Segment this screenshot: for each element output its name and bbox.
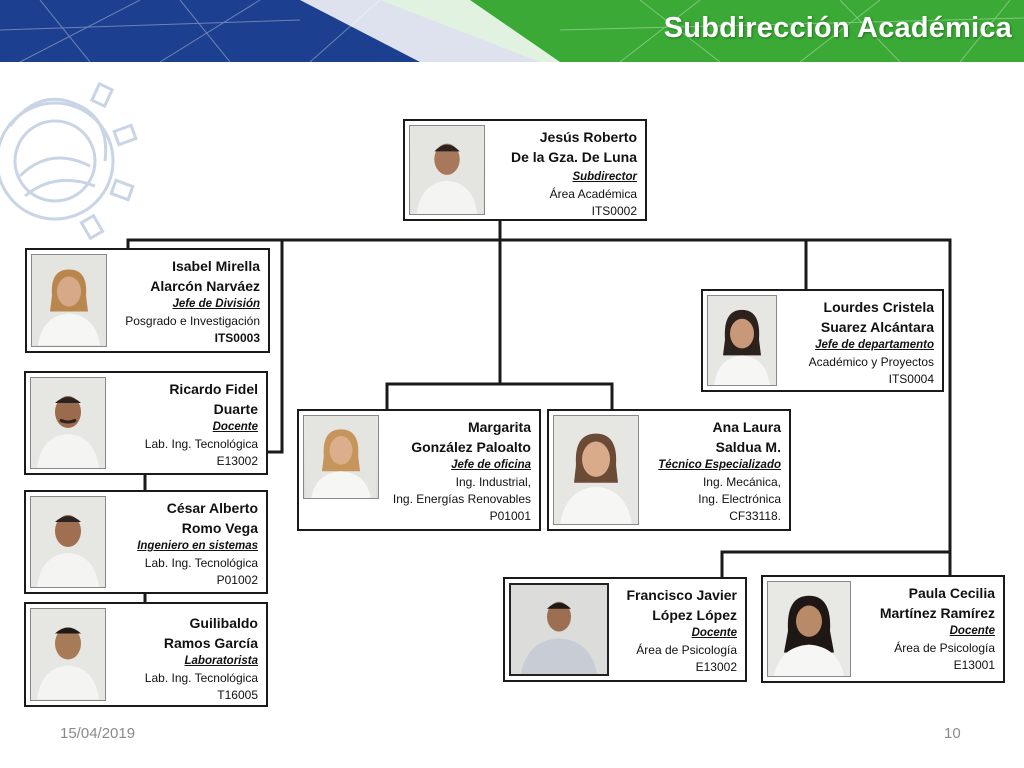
header-banner: Subdirección Académica (0, 0, 1024, 62)
person-photo (553, 415, 639, 525)
person-area: Ing. Mecánica, (702, 475, 781, 489)
card-francisco: Francisco Javier López López Docente Áre… (503, 577, 747, 682)
person-code: P01001 (489, 509, 531, 523)
person-role: Subdirector (572, 171, 637, 183)
person-code: E13002 (216, 454, 258, 468)
person-photo (707, 295, 777, 386)
card-margarita: Margarita González Paloalto Jefe de ofic… (297, 409, 541, 531)
card-cesar: César Alberto Romo Vega Ingeniero en sis… (24, 490, 268, 594)
person-role: Docente (949, 625, 995, 637)
person-code: CF33118. (729, 509, 781, 523)
person-surname: Alarcón Narváez (150, 278, 260, 294)
person-photo (30, 496, 106, 588)
person-photo (409, 125, 485, 215)
person-photo (30, 377, 106, 469)
person-role: Laboratorista (184, 655, 259, 667)
person-role: Docente (691, 627, 737, 639)
person-surname: Saldua M. (715, 439, 781, 455)
person-code: ITS0003 (214, 331, 260, 345)
person-name: Ricardo Fidel (169, 381, 258, 397)
person-name: Margarita (467, 419, 531, 435)
card-ricardo: Ricardo Fidel Duarte Docente Lab. Ing. T… (24, 371, 268, 475)
person-photo (30, 608, 106, 701)
person-code: E13001 (953, 658, 995, 672)
person-area: Ing. Industrial, (455, 475, 531, 489)
footer-date: 15/04/2019 (60, 725, 136, 742)
person-role: Ingeniero en sistemas (137, 540, 258, 552)
person-surname: Suarez Alcántara (820, 319, 934, 335)
person-photo (509, 583, 609, 676)
person-area: Área de Psicología (636, 643, 737, 657)
person-code: T16005 (217, 688, 258, 702)
person-area: Posgrado e Investigación (125, 314, 260, 328)
person-surname: González Paloalto (411, 439, 531, 455)
person-name: Francisco Javier (626, 587, 737, 603)
person-photo (303, 415, 379, 499)
person-name: César Alberto (166, 500, 258, 516)
institution-logo-watermark-icon (0, 81, 138, 241)
person-surname: Romo Vega (181, 520, 258, 536)
person-role: Jefe de División (172, 298, 260, 310)
person-surname: Duarte (213, 401, 258, 417)
person-role: Jefe de departamento (815, 339, 934, 351)
person-photo (31, 254, 107, 347)
person-code: ITS0002 (591, 204, 637, 218)
person-name: Jesús Roberto (539, 129, 637, 145)
card-subdirector: Jesús Roberto De la Gza. De Luna Subdire… (403, 119, 647, 221)
person-area: Académico y Proyectos (808, 355, 934, 369)
person-name: Paula Cecilia (908, 585, 995, 601)
person-code: E13002 (695, 660, 737, 674)
card-lourdes: Lourdes Cristela Suarez Alcántara Jefe d… (701, 289, 944, 392)
person-name: Isabel Mirella (172, 258, 260, 274)
card-ana: Ana Laura Saldua M. Técnico Especializad… (547, 409, 791, 531)
person-area: Lab. Ing. Tecnológica (144, 437, 258, 451)
person-area: Área de Psicología (894, 641, 995, 655)
card-isabel: Isabel Mirella Alarcón Narváez Jefe de D… (25, 248, 270, 353)
person-role: Docente (212, 421, 258, 433)
person-surname: López López (652, 607, 737, 623)
banner-graphic (0, 0, 1024, 62)
person-photo (767, 581, 851, 677)
person-area: Lab. Ing. Tecnológica (144, 556, 258, 570)
person-surname: Martínez Ramírez (879, 605, 995, 621)
person-surname: De la Gza. De Luna (510, 149, 637, 165)
card-paula: Paula Cecilia Martínez Ramírez Docente Á… (761, 575, 1005, 683)
person-surname: Ramos García (163, 635, 258, 651)
person-role: Jefe de oficina (451, 459, 531, 471)
person-area: Lab. Ing. Tecnológica (144, 671, 258, 685)
person-name: Guilibaldo (189, 615, 258, 631)
person-code: ITS0004 (888, 372, 934, 386)
person-name: Ana Laura (712, 419, 781, 435)
person-name: Lourdes Cristela (823, 299, 934, 315)
person-code: P01002 (216, 573, 258, 587)
person-area: Área Académica (549, 187, 637, 201)
page-title: Subdirección Académica (663, 12, 1012, 44)
footer-page-number: 10 (944, 725, 961, 742)
card-guilibaldo: Guilibaldo Ramos García Laboratorista La… (24, 602, 268, 707)
person-area-2: Ing. Electrónica (698, 492, 781, 506)
person-role: Técnico Especializado (658, 459, 781, 471)
person-area-2: Ing. Energías Renovables (392, 492, 531, 506)
